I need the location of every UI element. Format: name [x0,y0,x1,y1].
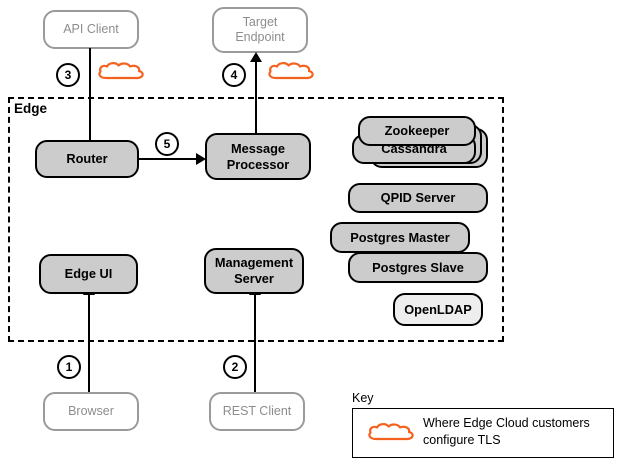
component-qpid-server[interactable]: QPID Server [348,183,488,213]
connector-router-to-message-processor [138,158,198,161]
node-rest-client[interactable]: REST Client [209,392,305,431]
connector-browser-to-edge-ui [88,294,91,392]
component-message-processor-label-line2: Processor [226,156,290,172]
node-api-client-label: API Client [63,21,119,36]
component-message-processor-label-line1: Message [230,140,286,156]
step-badge-1[interactable]: 1 [57,355,81,379]
step-badge-4-number: 4 [230,68,238,82]
step-badge-2[interactable]: 2 [223,355,247,379]
node-browser-label: Browser [68,403,114,418]
component-postgres-master-label: Postgres Master [350,229,450,245]
step-badge-1-number: 1 [65,360,73,374]
key-entry-label: Where Edge Cloud customers configure TLS [423,416,590,447]
node-target-endpoint[interactable]: Target Endpoint [212,7,308,53]
component-openldap[interactable]: OpenLDAP [393,293,483,326]
step-badge-3-number: 3 [64,68,72,82]
cloud-icon-tls-api-client [95,60,147,84]
arrowhead-target-endpoint-input [250,52,262,62]
step-badge-5-number: 5 [163,137,171,151]
node-rest-client-label: REST Client [222,403,292,418]
node-api-client[interactable]: API Client [43,10,139,49]
component-zookeeper[interactable]: Zookeeper [358,116,476,146]
connector-api-client-to-router [89,48,92,151]
arrowhead-message-processor-input [196,153,206,165]
key-title: Key [352,391,374,405]
step-badge-4[interactable]: 4 [222,63,246,87]
step-badge-3[interactable]: 3 [56,63,80,87]
component-edge-ui-label: Edge UI [64,266,113,282]
component-management-server[interactable]: Management Server [204,248,304,294]
node-target-endpoint-label-line2: Endpoint [235,30,285,44]
cloud-icon-legend [365,421,417,445]
step-badge-5[interactable]: 5 [155,132,179,156]
component-message-processor[interactable]: Message Processor [205,133,311,180]
component-management-server-label-line1: Management [214,255,294,271]
edge-boundary-label: Edge [14,101,48,116]
cloud-icon-tls-target-endpoint [265,60,317,84]
component-router[interactable]: Router [35,140,139,178]
component-zookeeper-label: Zookeeper [384,123,450,139]
component-edge-ui[interactable]: Edge UI [39,254,138,294]
step-badge-2-number: 2 [231,360,239,374]
connector-rest-client-to-management-server [254,294,257,392]
connector-message-processor-to-target-endpoint [255,62,258,134]
node-target-endpoint-label-line1: Target [242,14,278,29]
component-postgres-slave-label: Postgres Slave [372,259,464,275]
component-qpid-server-label: QPID Server [380,190,456,206]
component-postgres-slave[interactable]: Postgres Slave [348,252,488,283]
node-browser[interactable]: Browser [43,392,139,431]
component-postgres-master[interactable]: Postgres Master [330,222,470,253]
component-management-server-label-line2: Server [234,271,274,286]
component-openldap-label: OpenLDAP [404,301,472,317]
component-router-label: Router [66,151,108,167]
